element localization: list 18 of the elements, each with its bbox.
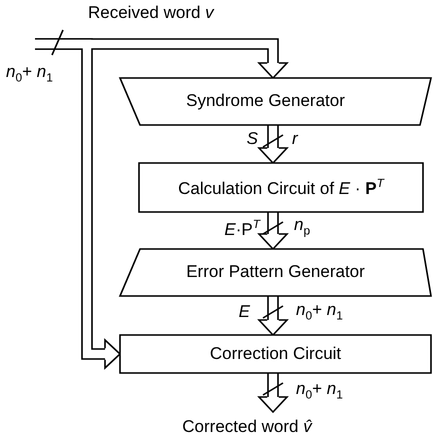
trapezoid-block [120, 249, 431, 296]
process-box [120, 335, 431, 373]
edge-label: S [246, 130, 258, 149]
bus-width-label: n$_{0}$+ n$_{1}$ [296, 301, 343, 322]
block-label: Calculation Circuit of E · P$^{T}$ [178, 176, 384, 198]
bus-width-label: n$_{p}$ [294, 216, 310, 238]
block-label: Syndrome Generator [186, 92, 345, 111]
block-label: Correction Circuit [210, 344, 342, 364]
block-label: Error Pattern Generator [186, 263, 365, 282]
bus-width-label: n$_{0}$+ n$_{1}$ [296, 380, 343, 402]
process-box [139, 163, 423, 212]
output-label: Corrected word v̂ [182, 418, 312, 436]
bus-width-label: r [292, 130, 298, 149]
edge-label: E·P$^{T}$ [224, 218, 260, 240]
bus-width-label: n$_{0}$+ n$_{1}$ [6, 63, 53, 84]
edge-label: E [238, 303, 250, 322]
input-label: Received word v [88, 4, 214, 23]
trapezoid-block [120, 78, 431, 125]
